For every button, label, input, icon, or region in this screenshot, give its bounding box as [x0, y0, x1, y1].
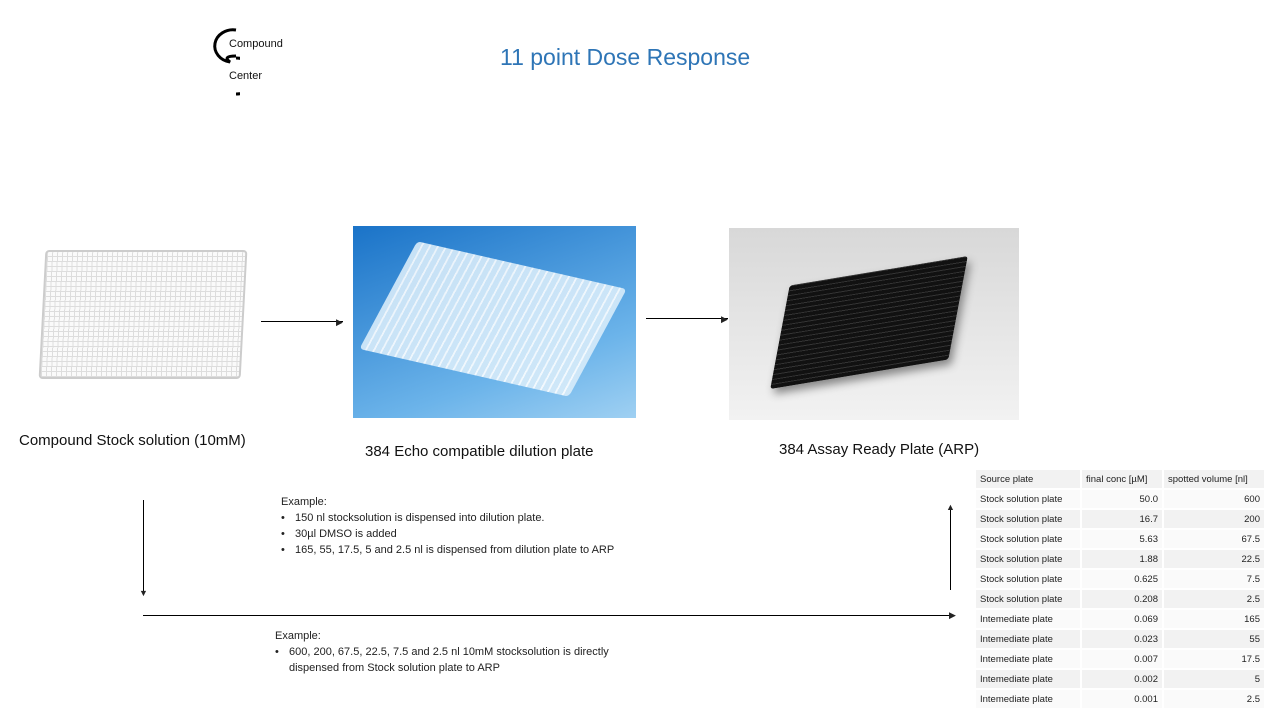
stock-plate-image	[38, 250, 248, 379]
arrowhead-up-icon: ▲	[946, 502, 955, 512]
caption-arp: 384 Assay Ready Plate (ARP)	[779, 441, 980, 458]
table-cell: 7.5	[1163, 569, 1266, 590]
arp-plate-image	[729, 228, 1019, 420]
column-header: final conc [µM]	[1081, 470, 1164, 490]
table-cell: 1.88	[1081, 549, 1164, 570]
example-heading: Example:	[281, 496, 327, 508]
table-cell: 16.7	[1081, 509, 1164, 530]
example-item: 30µl DMSO is added	[281, 526, 614, 542]
example-item: 165, 55, 17.5, 5 and 2.5 nl is dispensed…	[281, 542, 614, 558]
table-cell: Stock solution plate	[976, 489, 1082, 510]
caption-stock: Compound Stock solution (10mM)	[19, 432, 246, 449]
arrowhead-icon: ▶	[949, 610, 956, 620]
table-cell: 2.5	[1163, 589, 1266, 610]
table-cell: 200	[1163, 509, 1266, 530]
table-cell: 0.002	[1081, 669, 1164, 690]
page-title: 11 point Dose Response	[500, 44, 751, 70]
column-header: Source plate	[976, 470, 1082, 490]
table-cell: 0.208	[1081, 589, 1164, 610]
table-cell: 55	[1163, 629, 1266, 650]
table-cell: Stock solution plate	[976, 529, 1082, 550]
table-cell: 2.5	[1163, 689, 1266, 710]
arrow-echo-to-arp	[646, 318, 728, 319]
table-cell: 5	[1163, 669, 1266, 690]
table-cell: 600	[1163, 489, 1266, 510]
arrow-stock-to-echo	[261, 321, 343, 322]
example-heading: Example:	[275, 630, 321, 642]
table-cell: Intemediate plate	[976, 629, 1082, 650]
table-cell: 0.069	[1081, 609, 1164, 630]
arrowhead-down-icon: ▼	[139, 588, 148, 598]
table-cell: Intemediate plate	[976, 669, 1082, 690]
logo-line2: Center	[229, 70, 263, 82]
table-cell: 165	[1163, 609, 1266, 630]
logo-mark-icon	[213, 28, 258, 96]
table-cell: 17.5	[1163, 649, 1266, 670]
caption-echo: 384 Echo compatible dilution plate	[365, 443, 594, 460]
arrow-direct-to-arp	[143, 615, 951, 616]
table-cell: 0.007	[1081, 649, 1164, 670]
table-cell: Stock solution plate	[976, 589, 1082, 610]
table-cell: Stock solution plate	[976, 509, 1082, 530]
example-item: 600, 200, 67.5, 22.5, 7.5 and 2.5 nl 10m…	[275, 644, 625, 676]
table-cell: 0.625	[1081, 569, 1164, 590]
table-cell: 0.023	[1081, 629, 1164, 650]
table-cell: Stock solution plate	[976, 549, 1082, 570]
arrow-down	[143, 500, 144, 592]
arrowhead-icon: ▶	[336, 317, 343, 327]
table-cell: Stock solution plate	[976, 569, 1082, 590]
table-cell: Intemediate plate	[976, 609, 1082, 630]
arrow-up	[950, 510, 951, 590]
logo-line1: Compound	[229, 38, 283, 50]
echo-plate-image	[353, 226, 636, 418]
table-cell: 22.5	[1163, 549, 1266, 570]
example-intermediate: Example: 150 nl stocksolution is dispens…	[281, 494, 614, 558]
example-direct: Example: 600, 200, 67.5, 22.5, 7.5 and 2…	[275, 628, 625, 676]
example-item: 150 nl stocksolution is dispensed into d…	[281, 510, 614, 526]
table-cell: 5.63	[1081, 529, 1164, 550]
table-cell: 0.001	[1081, 689, 1164, 710]
column-header: spotted volume [nl]	[1163, 470, 1266, 490]
table-cell: 50.0	[1081, 489, 1164, 510]
table-cell: 67.5	[1163, 529, 1266, 550]
table-cell: Intemediate plate	[976, 689, 1082, 710]
logo: Compound Center	[200, 24, 300, 99]
table-cell: Intemediate plate	[976, 649, 1082, 670]
arrowhead-icon: ▶	[721, 314, 728, 324]
